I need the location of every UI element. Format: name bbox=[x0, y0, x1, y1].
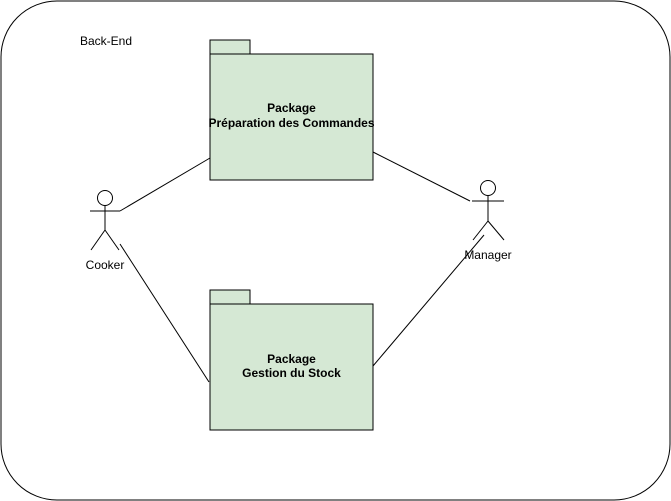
association-manager-stock[interactable] bbox=[372, 234, 485, 367]
actor-cooker[interactable]: Cooker bbox=[86, 190, 125, 273]
stick-figure-actor-icon bbox=[90, 190, 120, 251]
package-tab bbox=[209, 39, 251, 55]
association-manager-commandes[interactable] bbox=[372, 151, 471, 202]
package-body bbox=[209, 303, 374, 431]
package-keyword: Package bbox=[267, 352, 316, 366]
package-name: Gestion du Stock bbox=[242, 366, 341, 380]
package-name: Préparation des Commandes bbox=[208, 116, 374, 130]
association-cooker-commandes[interactable] bbox=[119, 157, 211, 212]
boundary-label: Back-End bbox=[80, 34, 132, 48]
package-preparation-commandes[interactable]: Package Préparation des Commandes bbox=[208, 39, 375, 181]
package-gestion-stock[interactable]: Package Gestion du Stock bbox=[209, 289, 374, 431]
association-cooker-stock[interactable] bbox=[119, 243, 210, 383]
actor-label: Cooker bbox=[86, 258, 125, 272]
actor-manager[interactable]: Manager bbox=[464, 180, 512, 263]
package-keyword: Package bbox=[267, 101, 316, 115]
actor-label: Manager bbox=[464, 248, 511, 262]
stick-figure-actor-icon bbox=[472, 180, 505, 241]
package-tab bbox=[209, 289, 251, 305]
package-body bbox=[209, 53, 374, 181]
